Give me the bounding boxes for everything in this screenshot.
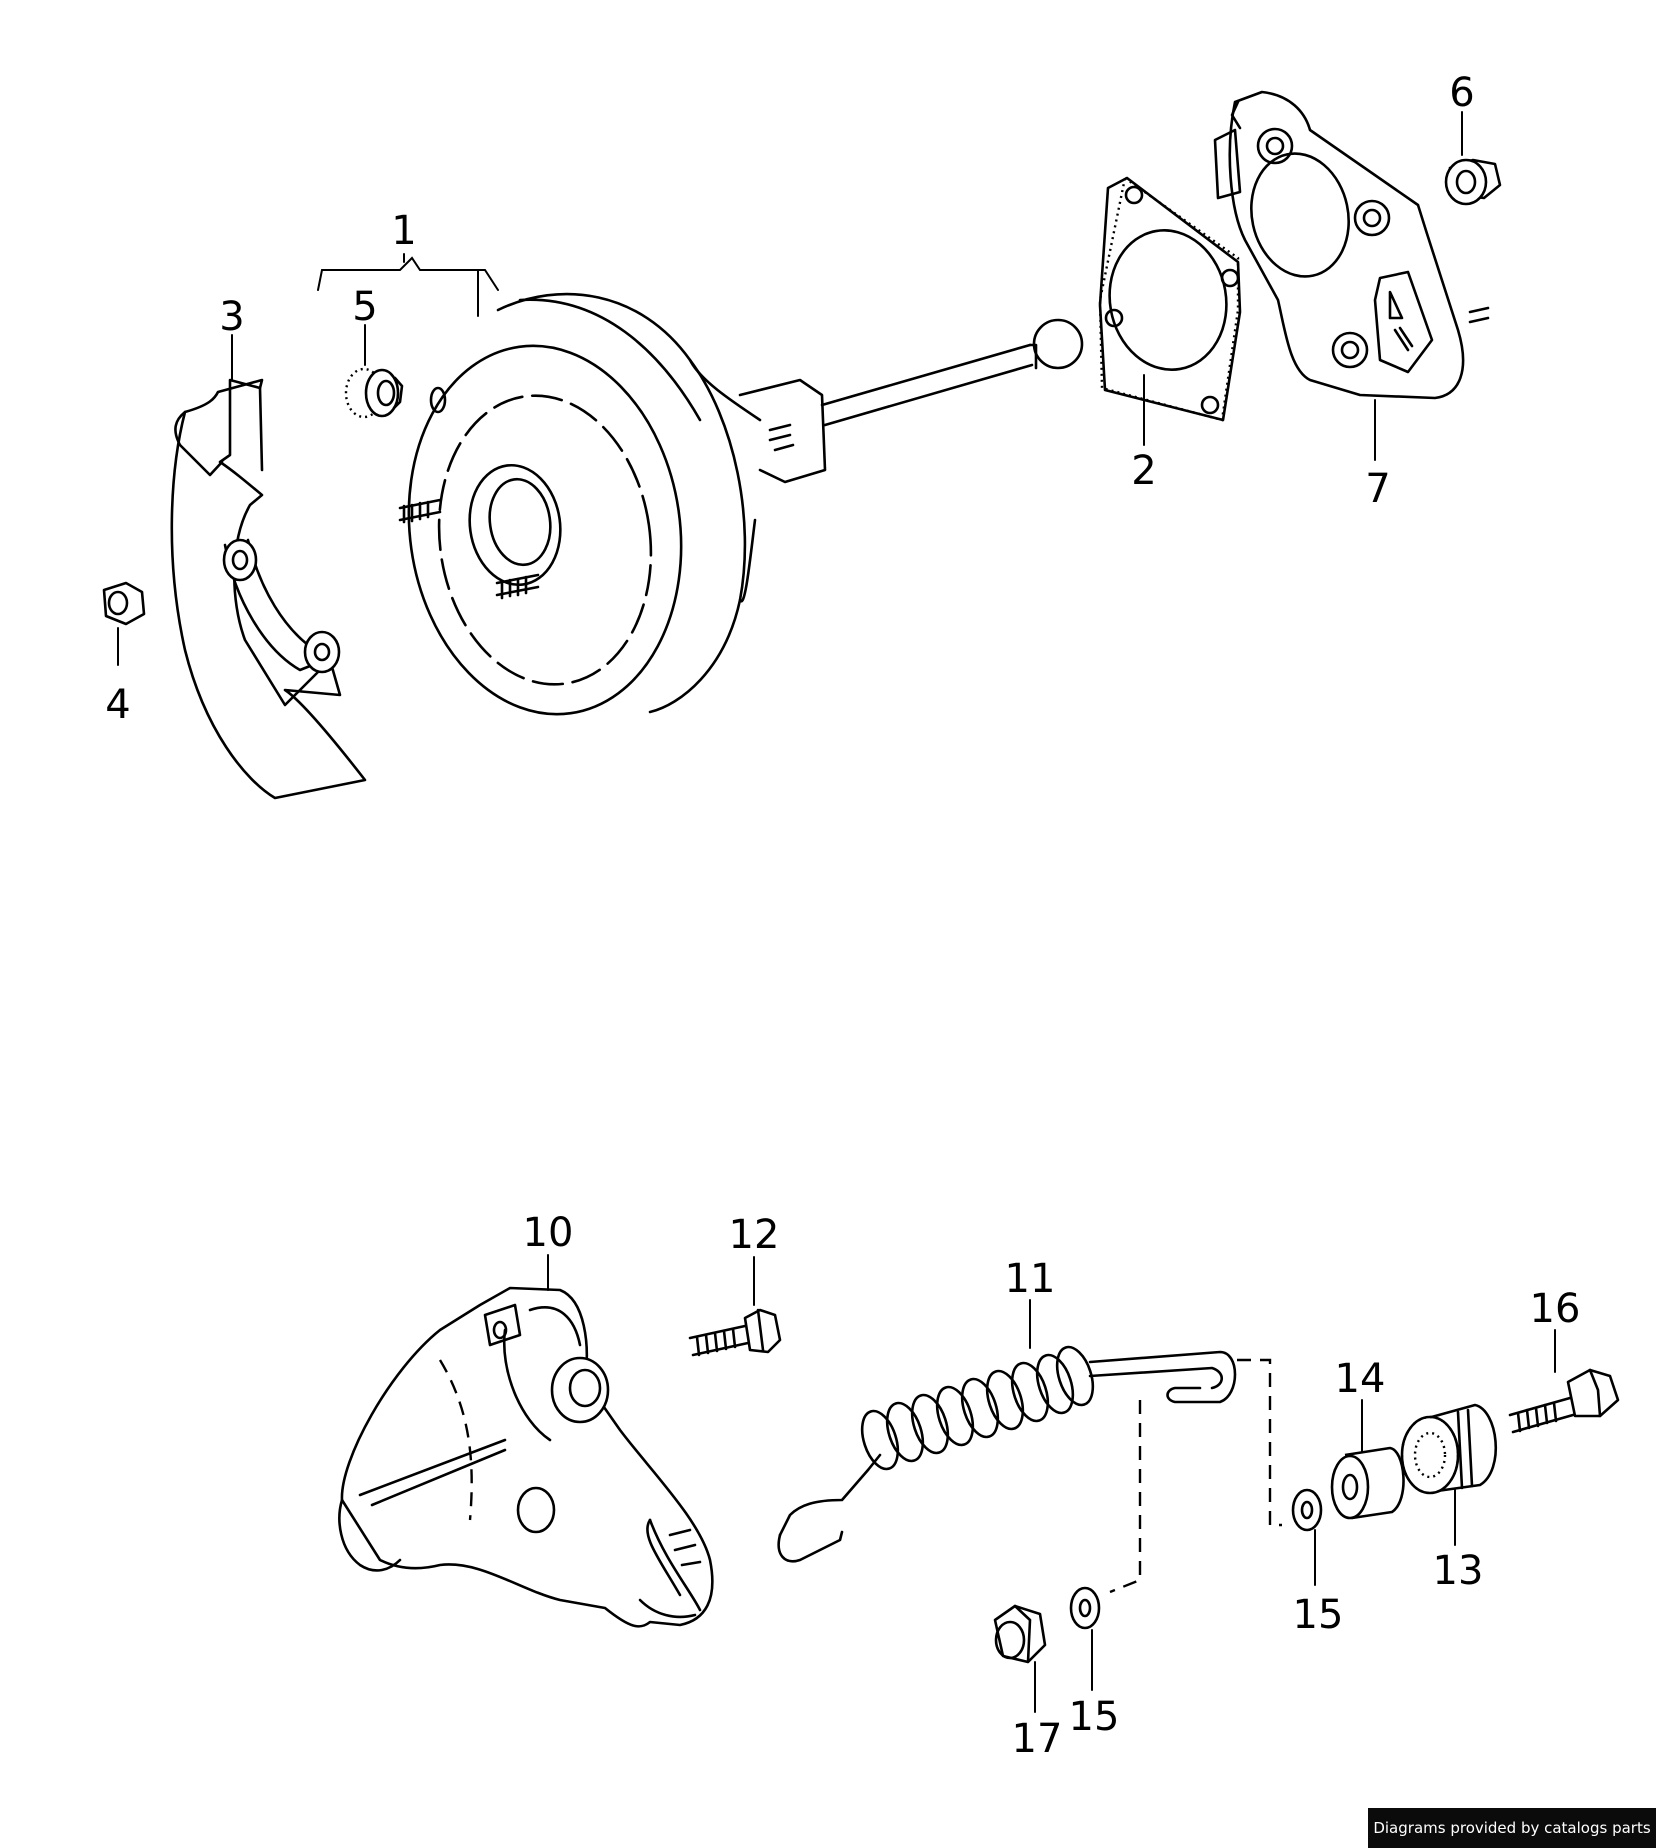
callout-11: 11 — [1005, 1256, 1056, 1302]
callout-12: 12 — [729, 1212, 780, 1258]
callout-6: 6 — [1449, 70, 1474, 116]
callout-16: 16 — [1530, 1286, 1581, 1332]
callout-labels: 1 2 3 4 5 6 7 10 11 12 13 14 15 15 16 17 — [105, 70, 1580, 1762]
nut-part-4 — [102, 581, 146, 626]
flange-nut-part-6 — [1444, 158, 1502, 206]
rubber-bushing-part-13 — [1400, 1403, 1498, 1495]
nut-part-17 — [993, 1604, 1047, 1664]
spring-part-11 — [777, 1345, 1237, 1563]
gasket-part-2 — [1098, 175, 1242, 422]
callout-14: 14 — [1335, 1356, 1386, 1402]
callout-10: 10 — [523, 1210, 574, 1256]
diagram-credit: Diagrams provided by catalogs parts — [1368, 1808, 1656, 1848]
bolt-part-12 — [688, 1308, 782, 1357]
callout-5: 5 — [352, 284, 377, 330]
washer-part-15 — [1291, 1488, 1323, 1532]
assembly-leader-line — [1109, 1400, 1142, 1594]
flange-plate-part-7 — [1213, 90, 1490, 400]
pressure-regulator-part — [338, 1286, 714, 1628]
callout-15-upper: 15 — [1293, 1592, 1344, 1638]
callout-17: 17 — [1012, 1716, 1063, 1762]
washer-part-15 — [1069, 1586, 1101, 1630]
callout-4: 4 — [105, 682, 130, 728]
callout-leaders — [117, 111, 1556, 1713]
callout-2: 2 — [1131, 448, 1156, 494]
heat-shield-part — [170, 378, 367, 800]
callout-7: 7 — [1365, 466, 1390, 512]
assembly-leader-line — [1237, 1358, 1282, 1527]
callout-1: 1 — [391, 208, 416, 254]
bushing-part-14 — [1330, 1446, 1405, 1520]
bolt-part-16 — [1508, 1368, 1620, 1434]
brake-booster-part — [317, 256, 1084, 716]
callout-13: 13 — [1433, 1548, 1484, 1594]
callout-15-lower: 15 — [1069, 1694, 1120, 1740]
grommet-part-5 — [344, 367, 404, 419]
callout-3: 3 — [219, 294, 244, 340]
